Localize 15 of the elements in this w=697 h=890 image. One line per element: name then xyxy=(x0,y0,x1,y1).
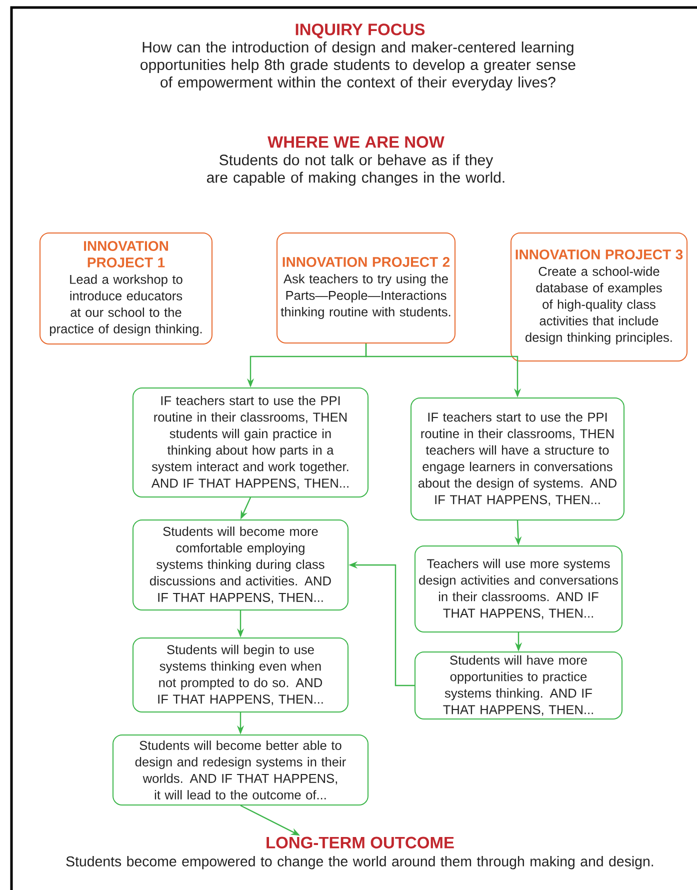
section-heading: INQUIRY FOCUS xyxy=(296,24,425,38)
project-box: INNOVATION PROJECT 2 Ask teachers to try using the Parts—People—Interactions thinking routine with students. xyxy=(276,232,456,344)
project-box: INNOVATION PROJECT 3 Create a school-wide database of examples of high-quality class activities that include design thinking principles. xyxy=(510,232,688,362)
step-box: IF teachers start to use the PPI routine in their classrooms, THEN teachers will have a structure to engage learners in conversations about the design of systems. AND IF THAT HAPPENS, THEN... xyxy=(410,398,624,520)
step-box: Teachers will use more systems design activities and conversations in their classrooms. AND IF THAT HAPPENS, THEN... xyxy=(414,546,622,632)
section-heading: WHERE WE ARE NOW xyxy=(268,136,444,148)
step-box: Students will become more comfortable employing systems thinking during class discussions and activities. AND IF THAT HAPPENS, THEN... xyxy=(132,520,348,610)
section-text: Students do not talk or behave as if they are capable of making changes in the world. xyxy=(206,154,504,186)
step-box: IF teachers start to use the PPI routine in their classrooms, THEN students will gain practice in thinking about how parts in a system interact and work together. AND IF THAT HAPPENS, THEN... xyxy=(132,388,368,498)
outcome-text: LONG-TERM OUTCOME Students become empowered to change the world around them through making and design. xyxy=(66,836,654,870)
step-box: Students will become better able to design and redesign systems in their worlds. AND IF THAT HAPPENS, it will lead to the outcome of... xyxy=(112,734,368,806)
step-box: Students will begin to use systems thinking even when not prompted to do so. AND IF THAT HAPPENS, THEN... xyxy=(132,638,348,712)
step-box: Students will have more opportunities to practice systems thinking. AND IF THAT HAPPENS, THEN... xyxy=(414,652,622,720)
project-box: INNOVATION PROJECT 1 Lead a workshop to introduce educators at our school to the practice of design thinking. xyxy=(40,232,212,344)
section-text: How can the introduction of design and maker-centered learning opportunities help 8th grade students to develop a greater sense of empowerment within the context of their everyday lives? xyxy=(140,42,576,90)
